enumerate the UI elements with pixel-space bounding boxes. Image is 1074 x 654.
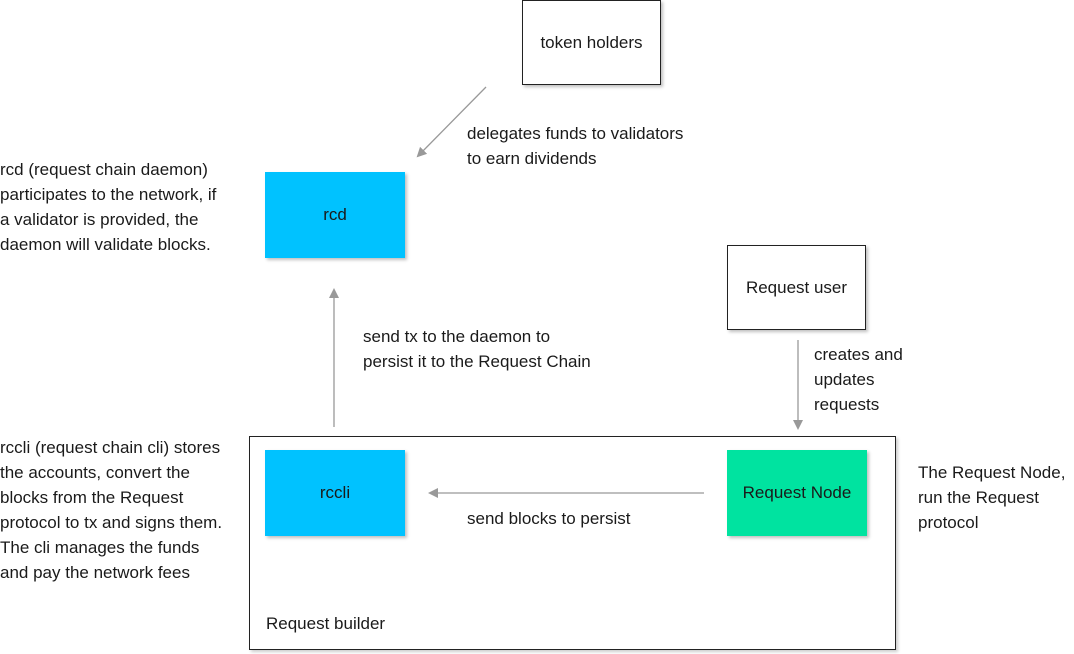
token-holders-node: token holders [522, 0, 661, 85]
request-builder-label: Request builder [266, 614, 386, 633]
rccli-label: rccli [319, 483, 351, 502]
rcd-node: rcd [265, 172, 405, 258]
send-tx-annotation: send tx to the daemon to persist it to t… [363, 327, 591, 371]
creates-updates-annotation: creates and updates requests [814, 345, 903, 414]
rcd-description: rcd (request chain daemon) participates … [0, 160, 217, 254]
request-user-node: Request user [727, 245, 866, 330]
rccli-node: rccli [265, 450, 405, 536]
token-holders-label: token holders [540, 32, 643, 52]
request-node-description: The Request Node, run the Request protoc… [918, 463, 1066, 532]
rccli-description: rccli (request chain cli) stores the acc… [0, 438, 223, 582]
request-node-node: Request Node [727, 450, 867, 536]
send-blocks-annotation: send blocks to persist [467, 509, 631, 528]
request-user-label: Request user [745, 277, 848, 297]
delegates-annotation: delegates funds to validators to earn di… [467, 124, 684, 168]
request-node-label: Request Node [742, 483, 852, 502]
rcd-label: rcd [323, 205, 347, 224]
